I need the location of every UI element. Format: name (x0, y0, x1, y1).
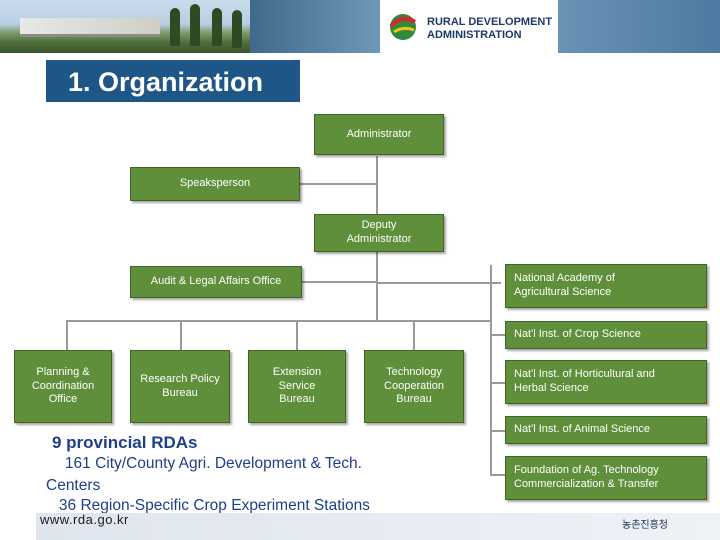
org-box-extension-service: Extension Service Bureau (248, 350, 346, 423)
logo-title-line1: RURAL DEVELOPMENT (427, 16, 553, 28)
connector-line (490, 265, 492, 475)
connector-line (490, 474, 505, 476)
connector-line (180, 320, 182, 350)
org-box-planning-coordination: Planning & Coordination Office (14, 350, 112, 423)
logo: RURAL DEVELOPMENT ADMINISTRATION (382, 0, 558, 53)
org-box-horticultural-herbal: Nat'l Inst. of Horticultural and Herbal … (505, 360, 707, 404)
rda-emblem-icon (389, 14, 417, 40)
connector-line (376, 250, 378, 320)
footer-url: www.rda.go.kr (40, 512, 129, 527)
provincial-rdas-line2: 161 City/County Agri. Development & Tech… (52, 455, 362, 473)
header-band-right (558, 0, 720, 53)
title-bar: 1. Organization (46, 60, 300, 102)
org-box-deputy-administrator: Deputy Administrator (314, 214, 444, 252)
connector-line (490, 334, 505, 336)
footer-org-name: 농촌진흥청 (622, 520, 668, 531)
org-box-administrator: Administrator (314, 114, 444, 155)
connector-line (376, 156, 378, 214)
org-box-animal-science: Nat'l Inst. of Animal Science (505, 416, 707, 444)
connector-line (413, 320, 415, 350)
provincial-rdas-line1: 9 provincial RDAs (52, 433, 198, 452)
header-band (250, 0, 380, 53)
connector-line (490, 382, 505, 384)
tree-graphic (232, 10, 242, 48)
org-box-research-policy: Research Policy Bureau (130, 350, 230, 423)
header-photo (0, 0, 250, 53)
org-box-technology-cooperation: Technology Cooperation Bureau (364, 350, 464, 423)
tree-graphic (190, 4, 200, 46)
provincial-rdas-line4: 36 Region-Specific Crop Experiment Stati… (46, 497, 370, 515)
connector-line (66, 320, 491, 322)
org-box-naas: National Academy of Agricultural Science (505, 264, 707, 308)
building-graphic (20, 18, 160, 37)
footer-band (36, 513, 720, 540)
connector-line (376, 282, 501, 284)
connector-line (300, 183, 376, 185)
connector-line (490, 430, 505, 432)
connector-line (296, 320, 298, 350)
provincial-rdas-text-2: Centers 36 Region-Specific Crop Experime… (46, 476, 370, 516)
provincial-rdas-text: 9 provincial RDAs 161 City/County Agri. … (52, 432, 362, 474)
org-box-crop-science: Nat'l Inst. of Crop Science (505, 321, 707, 349)
connector-line (302, 281, 376, 283)
logo-title-line2: ADMINISTRATION (427, 29, 522, 41)
org-box-audit-legal: Audit & Legal Affairs Office (130, 266, 302, 298)
org-box-speaksperson: Speaksperson (130, 167, 300, 201)
connector-line (66, 320, 68, 350)
tree-graphic (212, 8, 222, 46)
provincial-rdas-line3: Centers (46, 477, 101, 494)
tree-graphic (170, 8, 180, 46)
page-title: 1. Organization (68, 67, 264, 97)
org-box-foundation-ag-tech: Foundation of Ag. Technology Commerciali… (505, 456, 707, 500)
